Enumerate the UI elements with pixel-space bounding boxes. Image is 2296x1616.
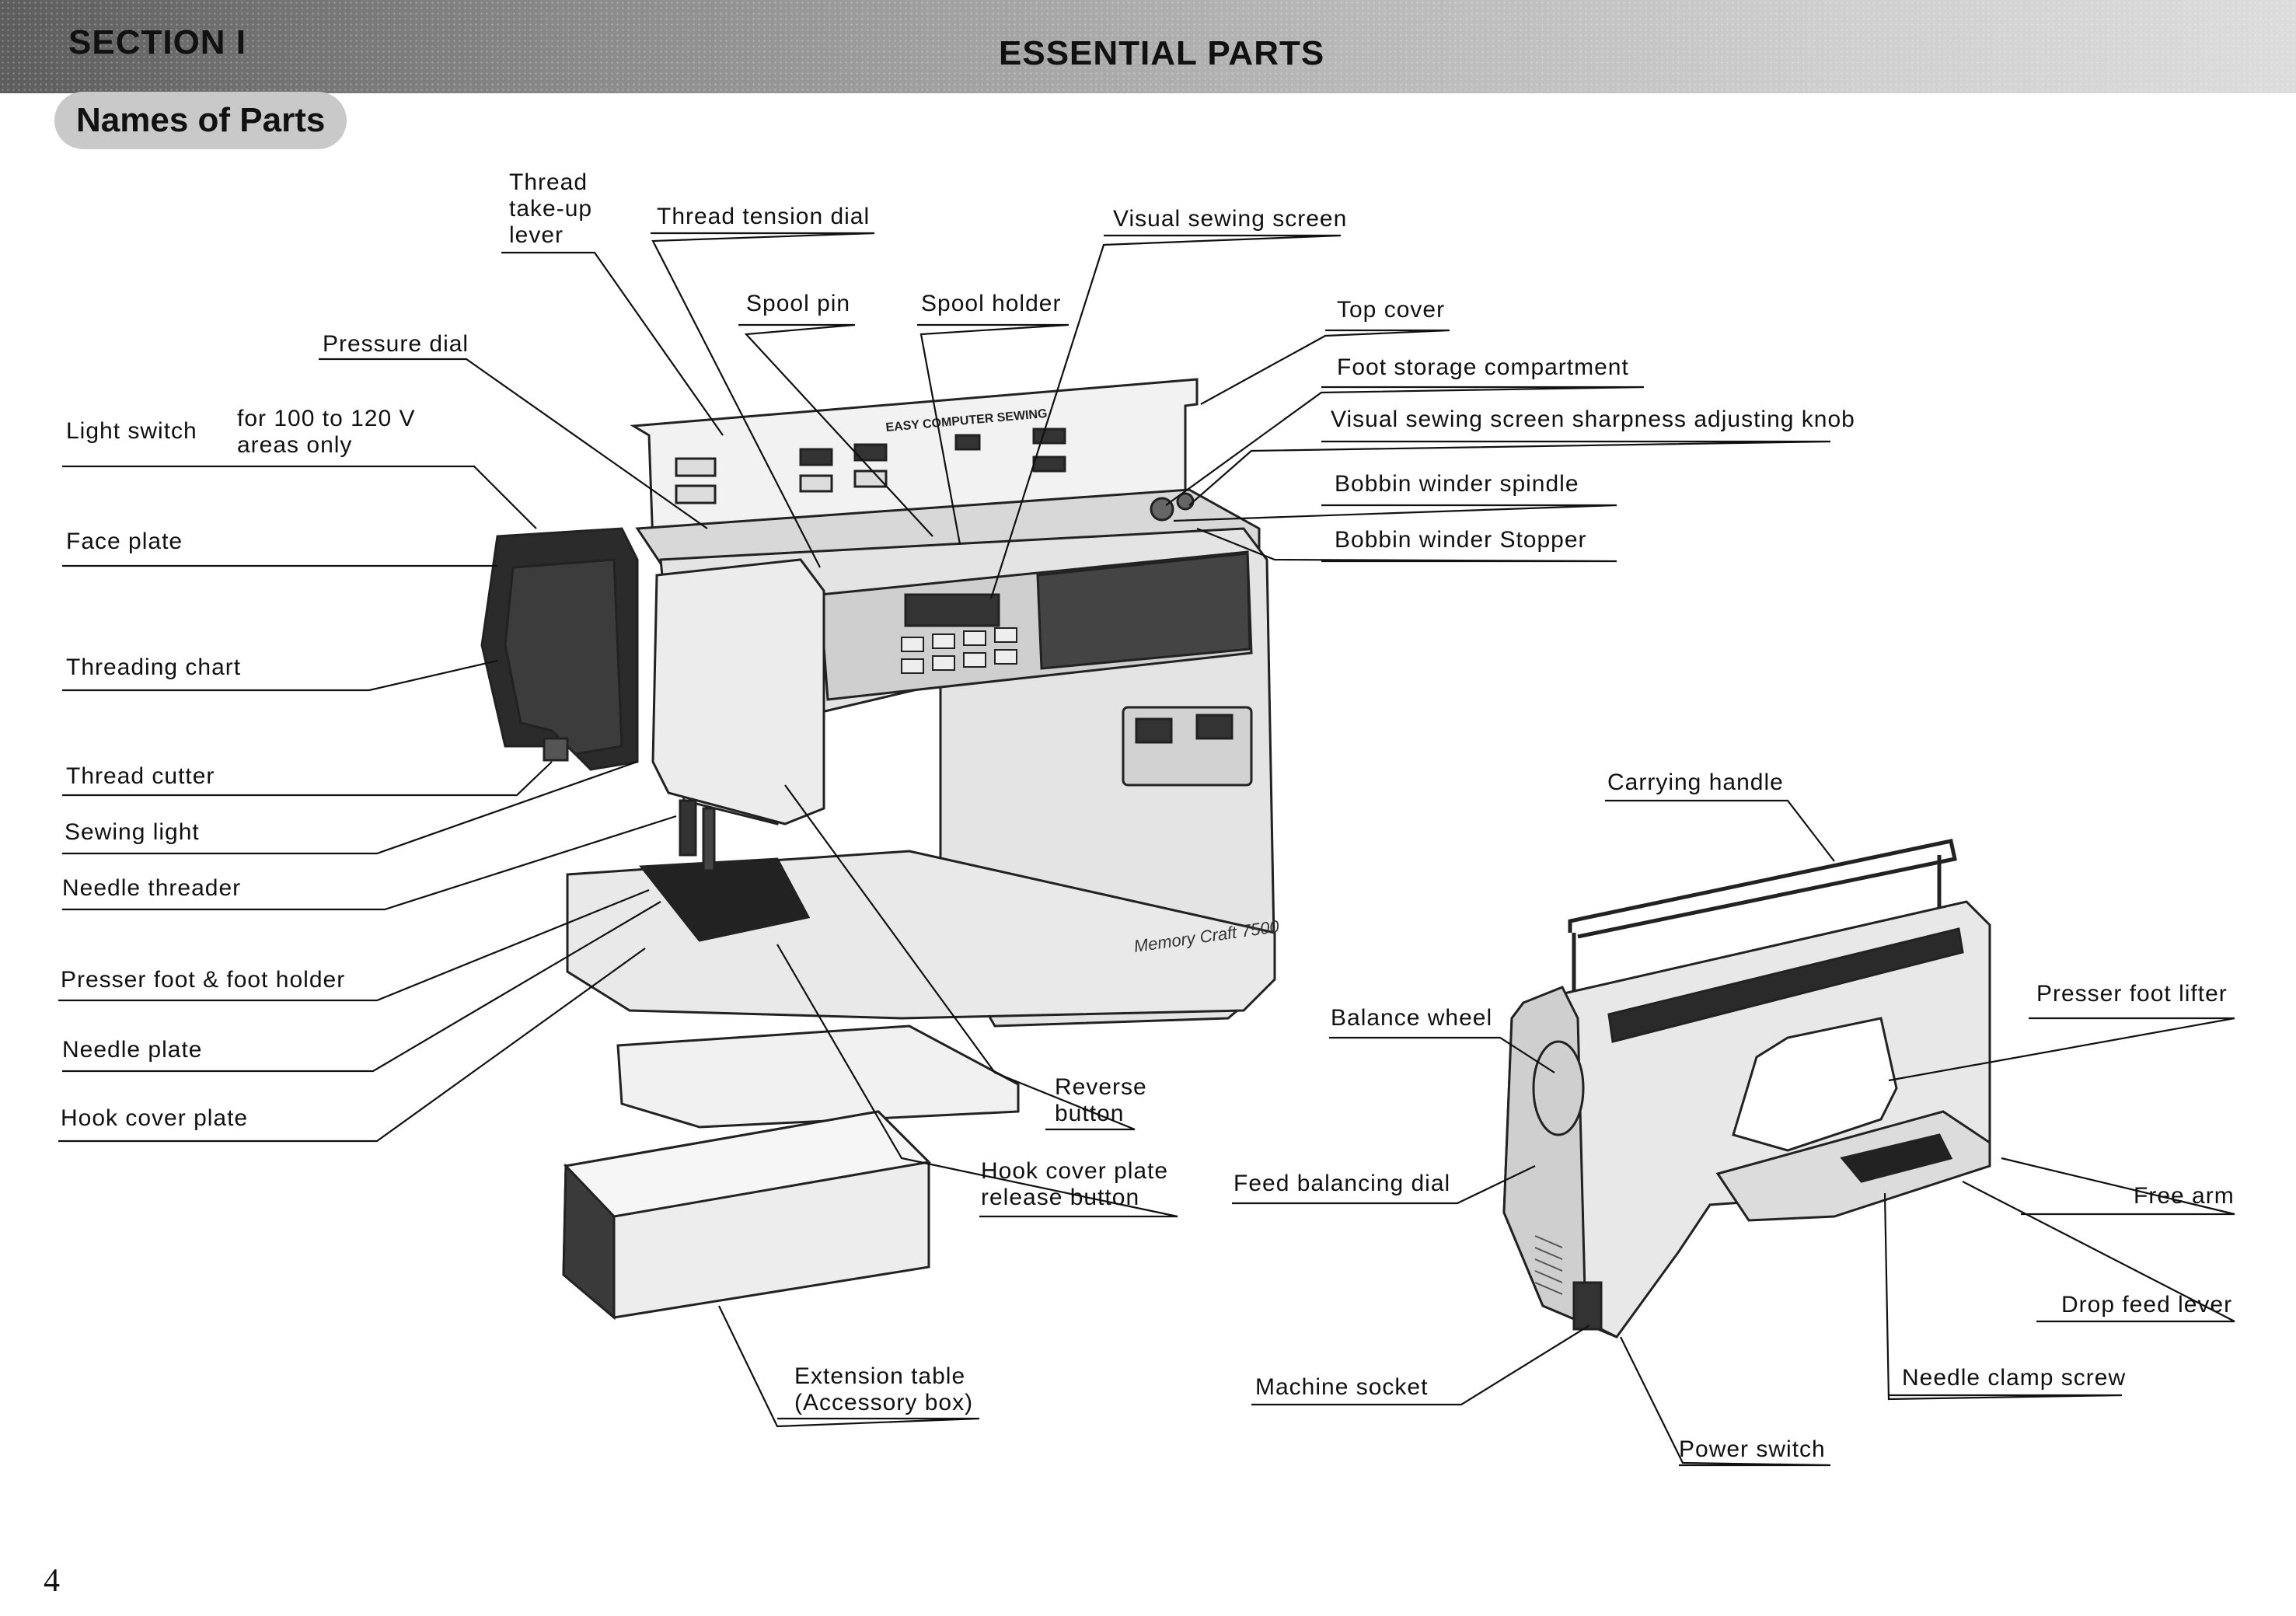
label-sewing-light: Sewing light [65, 819, 200, 845]
label-face-plate: Face plate [66, 529, 183, 554]
label-top-cover: Top cover [1337, 297, 1446, 323]
label-thread-take-up-lever: Thread take-up lever [509, 169, 593, 248]
label-needle-clamp-screw: Needle clamp screw [1902, 1365, 2127, 1391]
label-hook-cover-plate: Hook cover plate [61, 1105, 249, 1131]
accessory-box-illustration [562, 1110, 932, 1321]
label-thread-tension-dial: Thread tension dial [657, 204, 871, 229]
rear-view-machine-illustration [1502, 839, 1991, 1339]
label-power-switch: Power switch [1679, 1436, 1826, 1462]
subtitle-badge: Names of Parts [54, 92, 347, 149]
label-presser-foot-lifter: Presser foot lifter [2036, 981, 2228, 1007]
label-balance-wheel: Balance wheel [1331, 1005, 1493, 1031]
label-bobbin-winder-spindle: Bobbin winder spindle [1335, 471, 1579, 497]
page-title: ESSENTIAL PARTS [999, 34, 1325, 72]
label-free-arm: Free arm [2134, 1183, 2235, 1209]
label-machine-socket: Machine socket [1255, 1374, 1429, 1400]
label-light-switch: Light switch [66, 418, 197, 444]
label-voltage-note: for 100 to 120 V areas only [237, 406, 416, 458]
label-bobbin-winder-stopper: Bobbin winder Stopper [1335, 527, 1587, 553]
label-pressure-dial: Pressure dial [323, 331, 469, 357]
label-reverse-button: Reverse button [1055, 1074, 1147, 1126]
label-needle-plate: Needle plate [62, 1037, 203, 1063]
label-carrying-handle: Carrying handle [1607, 770, 1784, 795]
label-visual-sewing-screen: Visual sewing screen [1113, 206, 1348, 232]
label-presser-foot-holder: Presser foot & foot holder [61, 967, 346, 993]
label-thread-cutter: Thread cutter [66, 763, 215, 789]
label-spool-pin: Spool pin [746, 291, 851, 316]
section-label: SECTION I [68, 23, 247, 61]
label-threading-chart: Threading chart [66, 654, 242, 680]
label-drop-feed-lever: Drop feed lever [2061, 1292, 2233, 1318]
page-number: 4 [44, 1563, 60, 1599]
label-extension-table: Extension table (Accessory box) [794, 1363, 974, 1415]
label-needle-threader: Needle threader [62, 875, 242, 901]
label-screen-sharpness-knob: Visual sewing screen sharpness adjusting… [1331, 407, 1855, 432]
main-machine-illustration: EASY COMPUTER SEWING Memory [480, 378, 1281, 1129]
leader-lines [58, 232, 2235, 1467]
label-foot-storage-compartment: Foot storage compartment [1337, 354, 1629, 380]
label-hook-cover-release: Hook cover plate release button [981, 1158, 1169, 1210]
label-feed-balancing-dial: Feed balancing dial [1233, 1171, 1451, 1196]
header-band [0, 0, 2296, 93]
label-spool-holder: Spool holder [921, 291, 1062, 316]
